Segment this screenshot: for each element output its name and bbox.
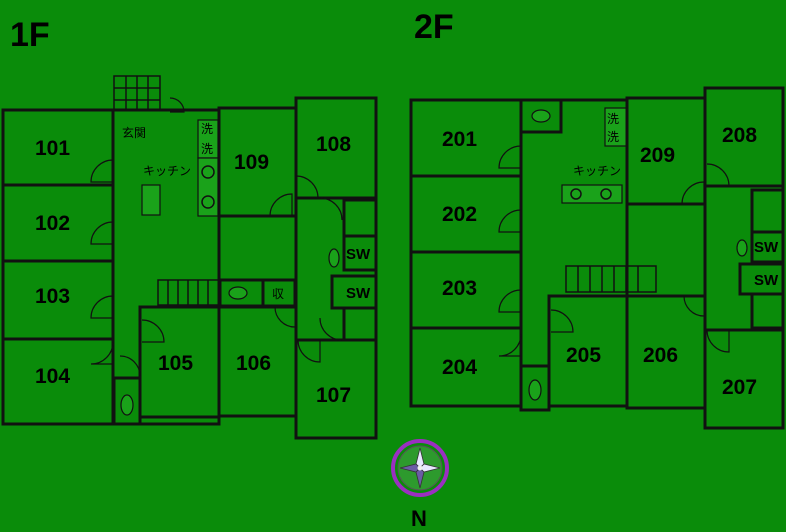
room-label-205: 205 bbox=[566, 344, 601, 367]
first-floor: 1F bbox=[1, 16, 378, 440]
second-floor: 2F bbox=[409, 8, 785, 430]
stairs-2f bbox=[565, 265, 657, 293]
shower-2f-a bbox=[750, 230, 785, 264]
floor-label-2f: 2F bbox=[414, 8, 454, 46]
room-107 bbox=[294, 338, 378, 440]
shower-label-2f-a: SW bbox=[754, 239, 779, 256]
storage-label: 収 bbox=[272, 287, 284, 301]
shower-room-1f-top bbox=[342, 198, 378, 238]
entrance-label: 玄関 bbox=[122, 125, 146, 140]
room-109 bbox=[217, 106, 298, 218]
shower-label-2f-b: SW bbox=[754, 272, 779, 289]
room-101 bbox=[1, 108, 115, 187]
room-204 bbox=[409, 326, 523, 408]
room-206 bbox=[625, 294, 707, 410]
room-label-105: 105 bbox=[158, 352, 193, 375]
room-label-207: 207 bbox=[722, 376, 757, 399]
compass-icon bbox=[391, 439, 449, 497]
wash-label-2f-a: 洗 bbox=[607, 112, 619, 126]
room-label-208: 208 bbox=[722, 124, 757, 147]
room-label-109: 109 bbox=[234, 151, 269, 174]
compass-north-label: N bbox=[411, 506, 427, 531]
floor-label-1f: 1F bbox=[10, 16, 50, 54]
kitchen-sink-1f bbox=[197, 157, 219, 217]
room-label-104: 104 bbox=[35, 365, 70, 388]
room-label-201: 201 bbox=[442, 128, 477, 151]
room-label-103: 103 bbox=[35, 285, 70, 308]
room-104 bbox=[1, 337, 115, 426]
room-201 bbox=[409, 98, 523, 178]
room-label-202: 202 bbox=[442, 203, 477, 226]
shower-1f-a bbox=[342, 234, 378, 272]
wash-label-1f-b: 洗 bbox=[201, 142, 213, 156]
wash-label-2f-b: 洗 bbox=[607, 130, 619, 144]
shower-room-1f-bottom bbox=[342, 306, 378, 342]
shower-room-2f-bottom bbox=[750, 292, 785, 330]
kitchen-label-2f: キッチン bbox=[573, 164, 621, 178]
room-202 bbox=[409, 174, 523, 254]
room-205 bbox=[547, 294, 629, 408]
shower-room-2f-top bbox=[750, 188, 785, 234]
room-203 bbox=[409, 250, 523, 330]
entrance-porch bbox=[113, 75, 161, 113]
shower-label-1f-b: SW bbox=[346, 285, 371, 302]
room-103 bbox=[1, 259, 115, 341]
wash-label-1f-a: 洗 bbox=[201, 122, 213, 136]
kitchen-counter-1f bbox=[141, 184, 161, 216]
room-label-209: 209 bbox=[640, 144, 675, 167]
room-207 bbox=[703, 328, 785, 430]
room-label-204: 204 bbox=[442, 356, 477, 379]
room-108 bbox=[294, 96, 378, 200]
room-208 bbox=[703, 86, 785, 188]
room-label-106: 106 bbox=[236, 352, 271, 375]
room-102 bbox=[1, 183, 115, 263]
kitchen-label-1f: キッチン bbox=[143, 164, 191, 178]
room-label-102: 102 bbox=[35, 212, 70, 235]
room-label-206: 206 bbox=[643, 344, 678, 367]
room-label-108: 108 bbox=[316, 133, 351, 156]
room-label-203: 203 bbox=[442, 277, 477, 300]
room-label-101: 101 bbox=[35, 137, 70, 160]
room-label-107: 107 bbox=[316, 384, 351, 407]
shower-label-1f-a: SW bbox=[346, 246, 371, 263]
